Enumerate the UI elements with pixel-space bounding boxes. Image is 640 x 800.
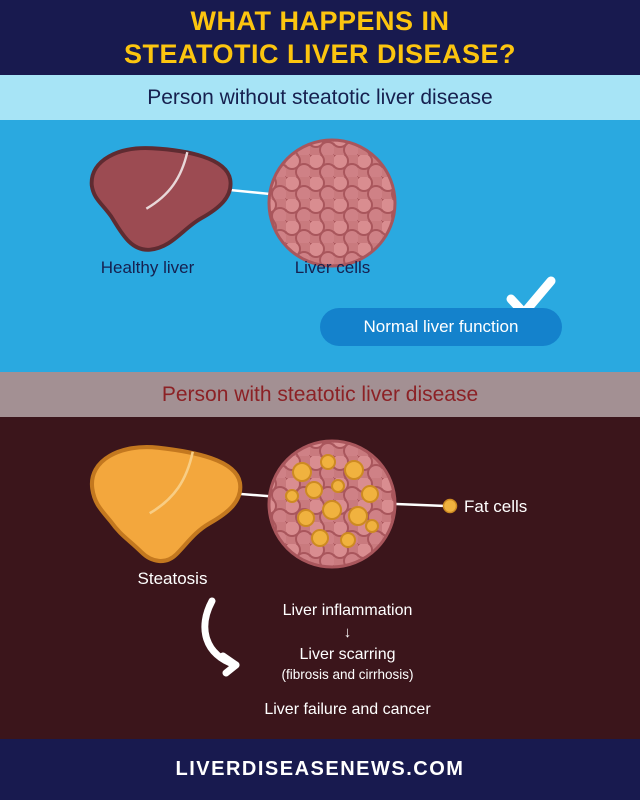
fat-cells-label: Fat cells xyxy=(464,497,528,516)
healthy-liver-icon xyxy=(89,146,233,252)
normal-function-label: Normal liver function xyxy=(363,317,519,336)
steatosis-label: Steatosis xyxy=(137,569,208,588)
diseased-section-band: Person with steatotic liver disease xyxy=(0,372,640,417)
diseased-section: Fat cells Steatosis Liver inflammation ↓… xyxy=(0,417,640,739)
fatty-liver-cells-icon xyxy=(267,439,397,569)
curved-arrow-icon xyxy=(201,597,240,677)
progression-scarring-detail: (fibrosis and cirrhosis) xyxy=(281,666,414,682)
footer: LIVERDISEASENEWS.COM xyxy=(0,739,640,800)
down-arrow-icon: ↓ xyxy=(343,623,352,641)
fat-cell-dot-icon xyxy=(442,498,458,514)
fatty-liver-icon xyxy=(90,445,243,563)
progression-failure: Liver failure and cancer xyxy=(264,701,431,719)
healthy-section-band: Person without steatotic liver disease xyxy=(0,75,640,120)
page-title-line2: STEATOTIC LIVER DISEASE? xyxy=(123,38,517,69)
disease-progression: Liver inflammation ↓ Liver scarring (fib… xyxy=(230,600,465,721)
liver-cells-icon xyxy=(267,138,397,268)
healthy-section: Healthy liver Liver cells Normal liver f… xyxy=(0,120,640,372)
progression-scarring: Liver scarring xyxy=(299,646,396,664)
normal-function-pill: Normal liver function xyxy=(320,308,562,346)
page-title-line1: WHAT HAPPENS IN xyxy=(190,6,450,37)
liver-cells-label: Liver cells xyxy=(294,258,371,277)
site-name: LIVERDISEASENEWS.COM xyxy=(175,758,465,780)
header: WHAT HAPPENS IN STEATOTIC LIVER DISEASE? xyxy=(0,0,640,75)
progression-inflammation: Liver inflammation xyxy=(282,602,413,619)
diseased-band-label: Person with steatotic liver disease xyxy=(161,382,479,406)
healthy-liver-label: Healthy liver xyxy=(100,258,195,277)
healthy-band-label: Person without steatotic liver disease xyxy=(147,85,493,109)
